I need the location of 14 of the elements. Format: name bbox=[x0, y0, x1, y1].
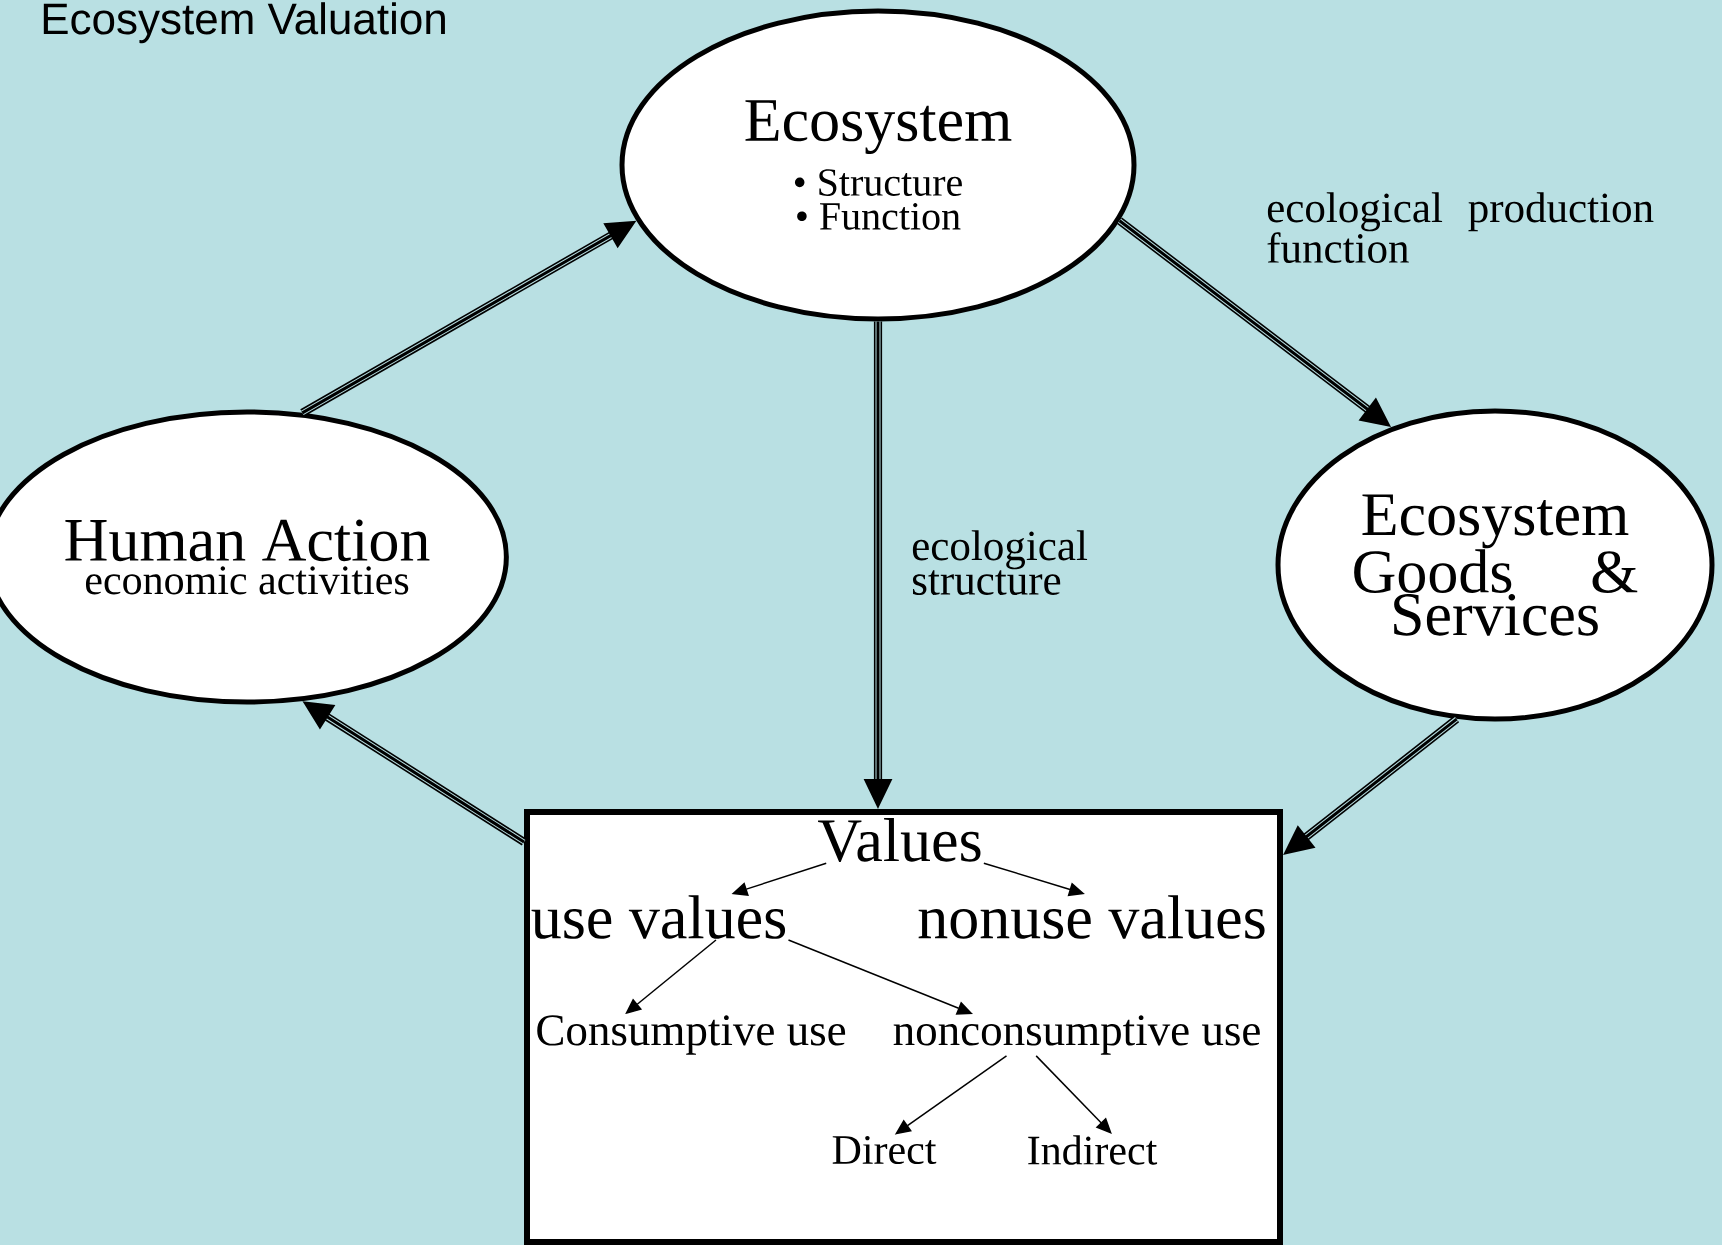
tree-label: use values bbox=[531, 895, 786, 939]
edge-label: ecological production function bbox=[1267, 192, 1654, 263]
ellipse-node: Ecosystem Goods & Services bbox=[1275, 408, 1715, 722]
arrow bbox=[1035, 1055, 1112, 1134]
tree-label: Indirect bbox=[1028, 1135, 1158, 1165]
tree-label: Values bbox=[818, 818, 981, 862]
tree-label: nonconsumptive use bbox=[893, 1015, 1260, 1055]
tree-label: nonuse values bbox=[918, 895, 1265, 939]
edge-label: ecological structure bbox=[912, 530, 1088, 595]
title: Ecosystem Valuation bbox=[43, 2, 445, 44]
tree-label: Consumptive use bbox=[537, 1015, 846, 1055]
value-box bbox=[524, 809, 1283, 1245]
tree-label: Direct bbox=[832, 1135, 937, 1165]
ellipse-node: Ecosystem • Structure • Function bbox=[619, 8, 1137, 322]
